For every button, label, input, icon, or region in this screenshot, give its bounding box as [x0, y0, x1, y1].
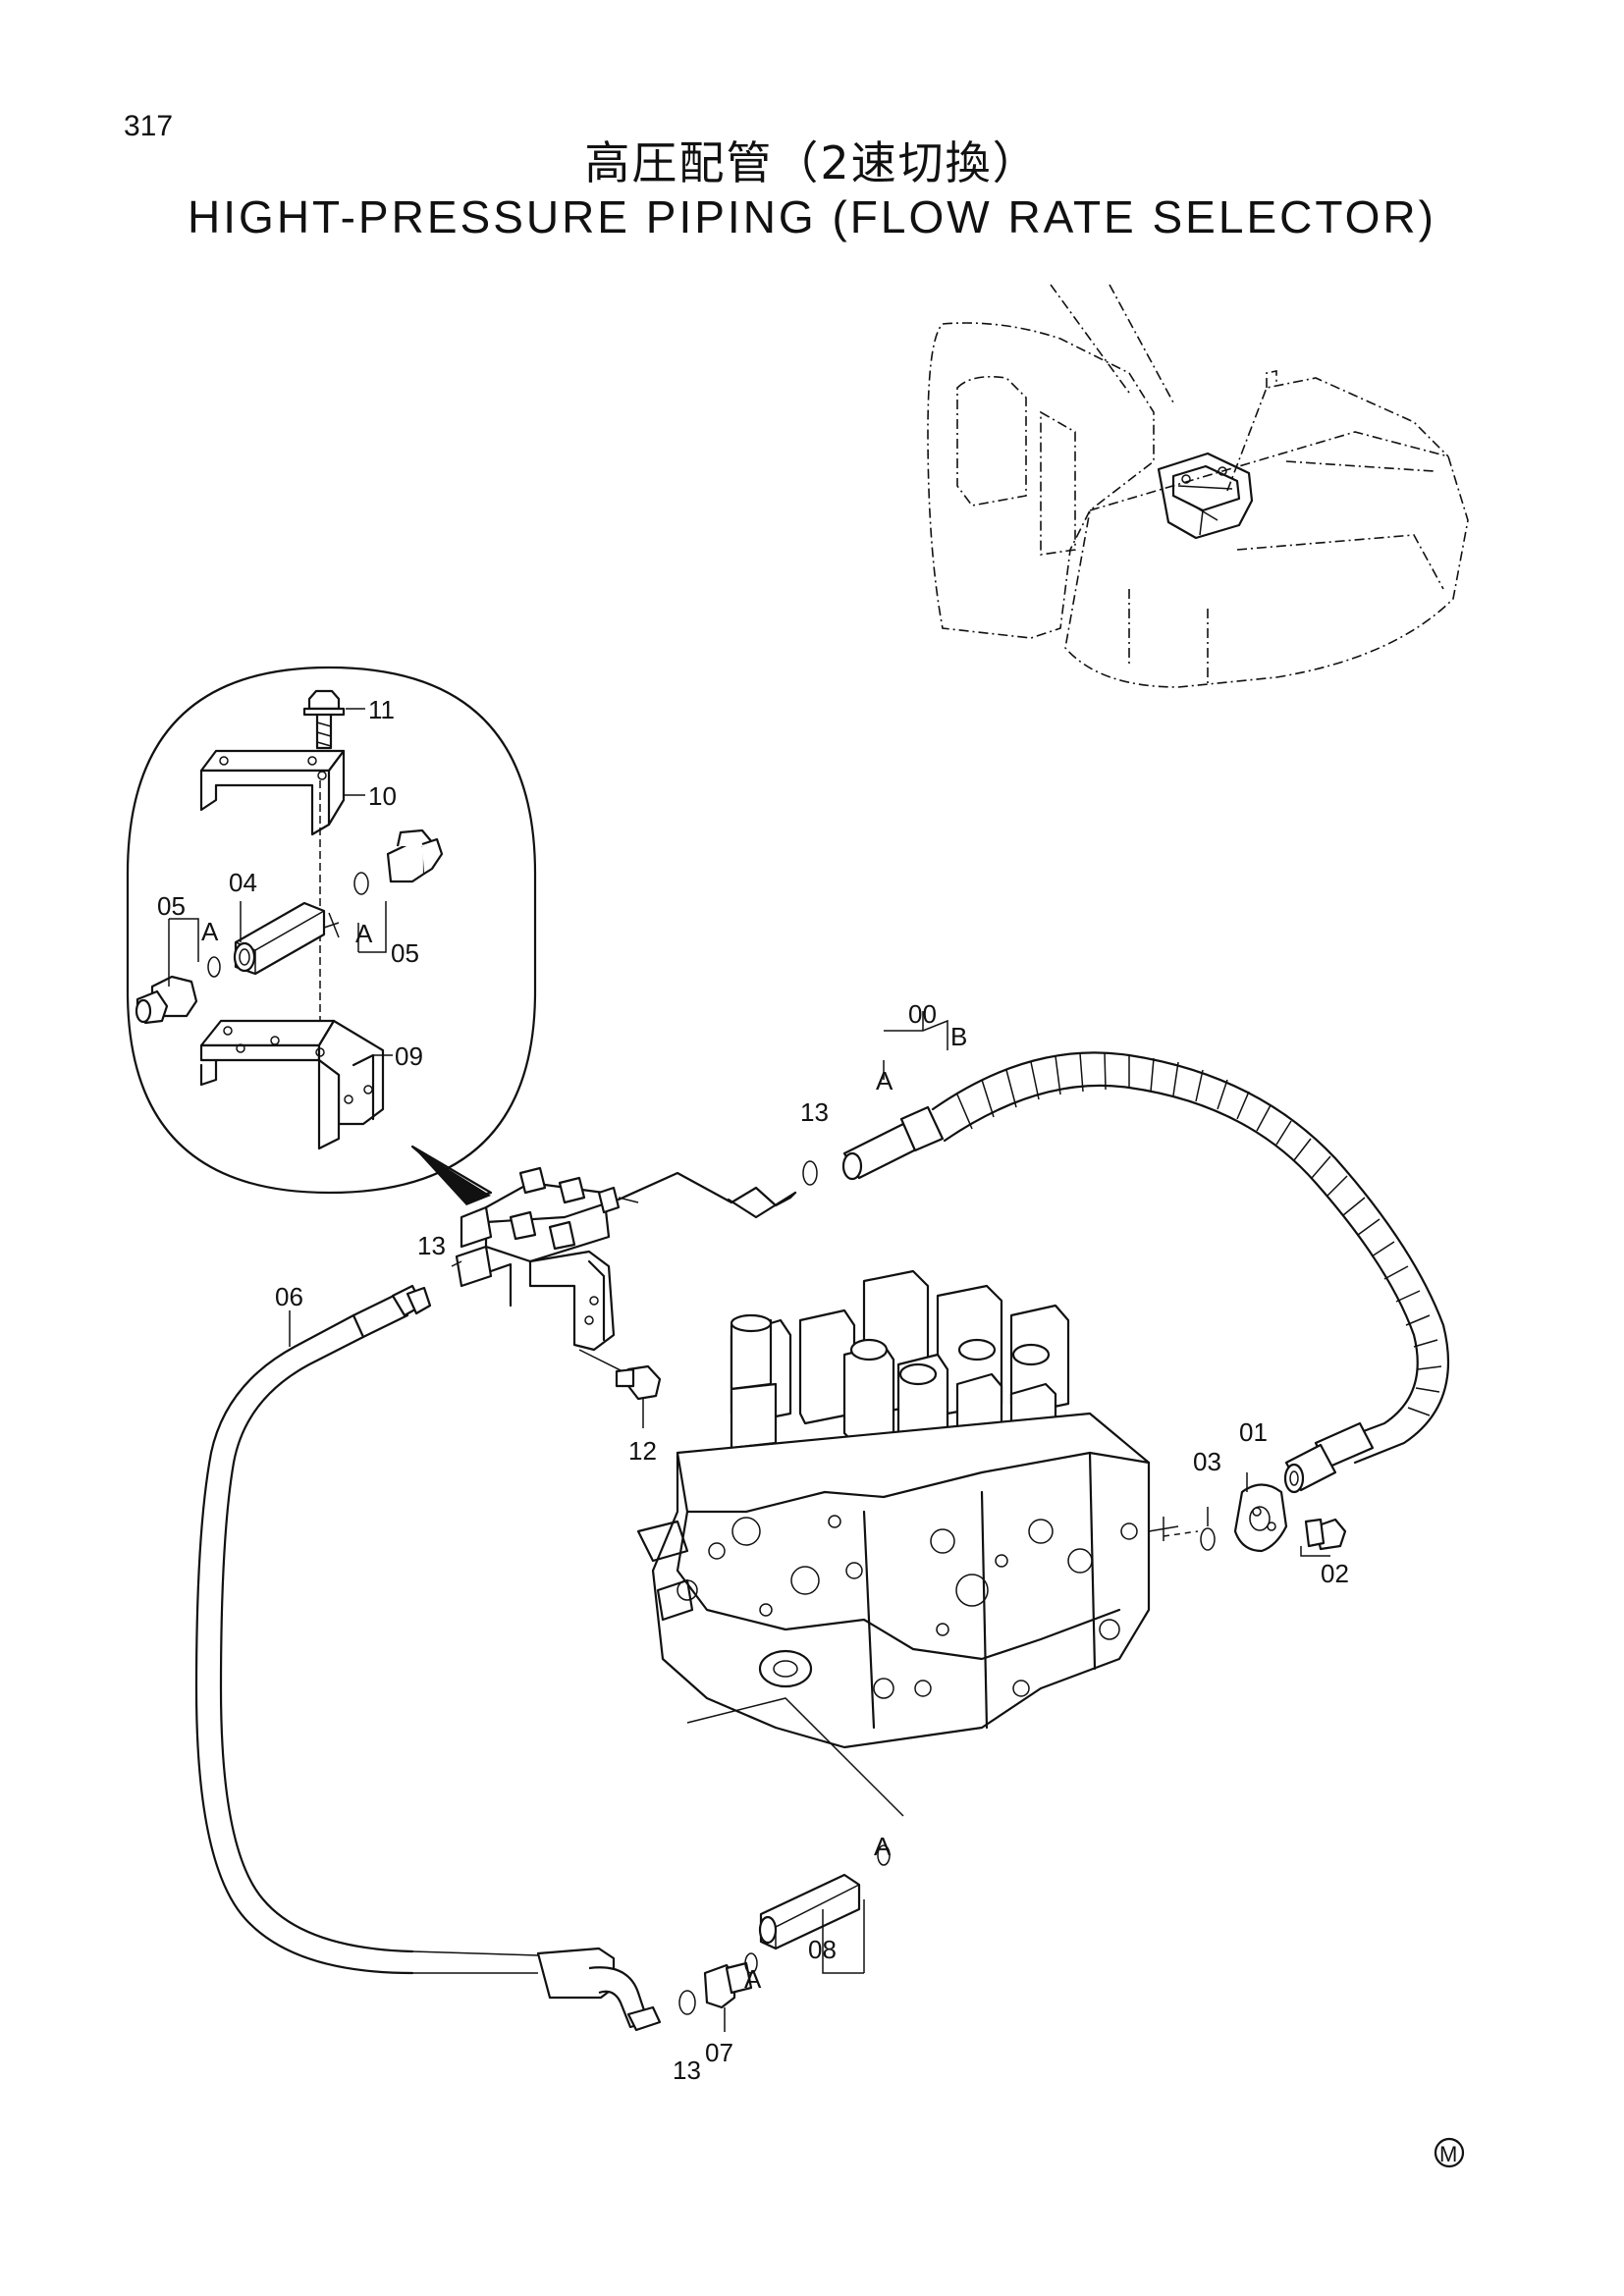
label-a-08: A — [874, 1832, 892, 1861]
label-13-bottom: 13 — [673, 2056, 701, 2085]
label-a-left: A — [201, 917, 219, 946]
label-09: 09 — [395, 1041, 423, 1071]
fitting-05-right — [353, 828, 444, 895]
selector-valve-assembly — [451, 1166, 639, 1352]
control-valve — [636, 1269, 1179, 1749]
label-06: 06 — [275, 1282, 303, 1311]
label-01: 01 — [1239, 1417, 1268, 1447]
label-12: 12 — [628, 1436, 657, 1466]
coupling-08 — [758, 1844, 891, 1974]
bolt-11 — [302, 689, 346, 750]
title-english: HIGHT-PRESSURE PIPING (FLOW RATE SELECTO… — [188, 191, 1436, 242]
label-05-right: 05 — [391, 938, 419, 968]
label-13-middle: 13 — [417, 1231, 446, 1260]
label-a-hose: A — [876, 1066, 893, 1095]
label-03: 03 — [1193, 1447, 1221, 1476]
label-07: 07 — [705, 2038, 733, 2067]
fitting-07 — [703, 1952, 758, 2032]
coupling-04 — [233, 901, 340, 976]
label-11: 11 — [368, 695, 395, 724]
label-02: 02 — [1321, 1559, 1349, 1588]
m-mark: M — [1434, 2137, 1465, 2168]
label-b: B — [950, 1022, 967, 1051]
label-10: 10 — [368, 781, 397, 811]
bolt-12 — [578, 1349, 662, 1428]
flange-01 — [1200, 1472, 1347, 1557]
hose-00 — [841, 1011, 1450, 1494]
title-japanese: 高圧配管（2速切換） — [584, 136, 1040, 189]
label-05-left: 05 — [157, 891, 186, 921]
label-13-top: 13 — [800, 1097, 829, 1127]
label-a-07: A — [744, 1964, 762, 1994]
label-08: 08 — [808, 1935, 837, 1964]
bracket-10 — [199, 749, 346, 836]
label-00: 00 — [908, 999, 937, 1029]
fitting-05-left — [135, 956, 221, 1025]
excavator-location-view — [927, 284, 1469, 688]
bracket-09 — [199, 1019, 385, 1150]
hose-06 — [194, 1284, 696, 2032]
page-number: 317 — [124, 110, 174, 142]
label-a-right: A — [355, 919, 373, 948]
label-04: 04 — [229, 868, 257, 897]
m-mark-letter: M — [1439, 2142, 1457, 2166]
detail-bubble — [126, 666, 537, 1205]
